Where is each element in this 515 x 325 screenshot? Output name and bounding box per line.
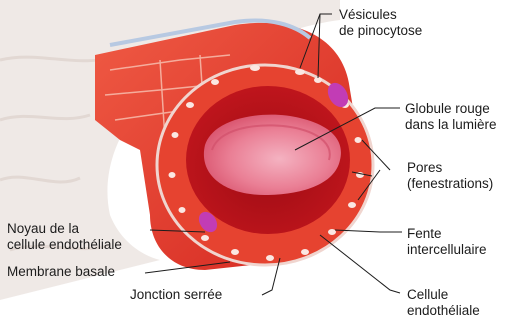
label-basal-membrane: Membrane basale [7, 264, 115, 280]
label-nucleus: Noyau de la cellule endothéliale [7, 221, 122, 253]
label-vesicles: Vésicules de pinocytose [339, 7, 422, 39]
red-blood-cell [204, 115, 341, 195]
label-red-blood-cell: Globule rouge dans la lumière [405, 101, 497, 133]
label-tight-junction: Jonction serrée [130, 287, 222, 303]
label-pores: Pores (fenestrations) [407, 160, 493, 192]
label-intercellular-cleft: Fente intercellulaire [407, 226, 487, 258]
label-endothelial-cell: Cellule endothéliale [407, 287, 480, 319]
